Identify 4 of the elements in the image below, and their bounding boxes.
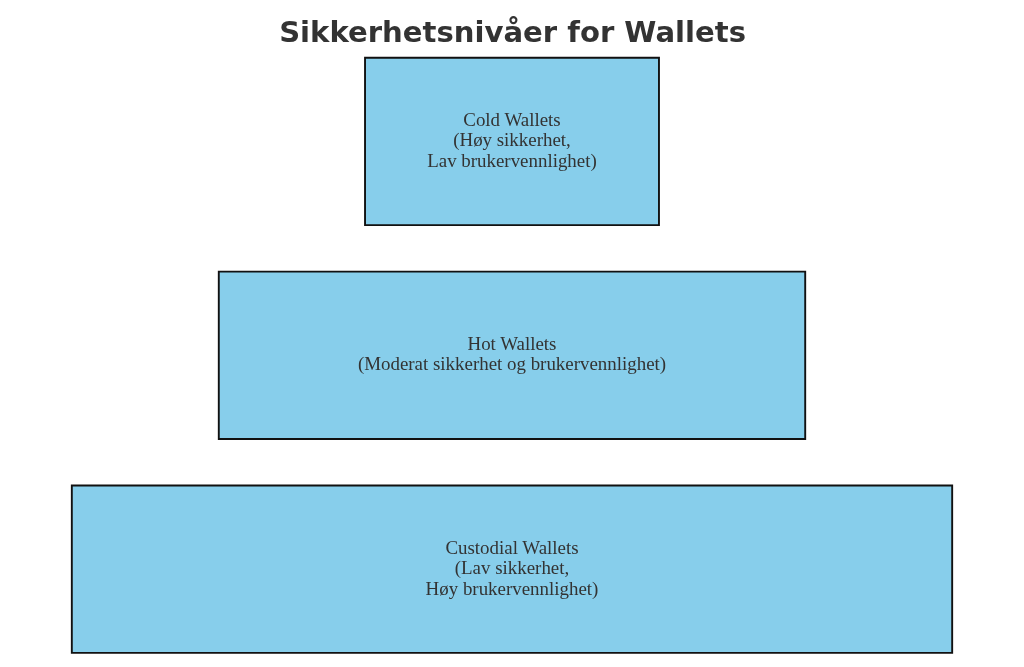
diagram-title: Sikkerhetsnivåer for Wallets — [279, 14, 746, 49]
node-box: Hot Wallets (Moderat sikkerhet og brukervennlighet) — [217, 270, 807, 440]
node-box: Cold Wallets (Høy sikkerhet, Lav brukervennlighet) — [364, 56, 660, 227]
node-box: Custodial Wallets (Lav sikkerhet, Høy brukervennlighet) — [70, 484, 954, 654]
